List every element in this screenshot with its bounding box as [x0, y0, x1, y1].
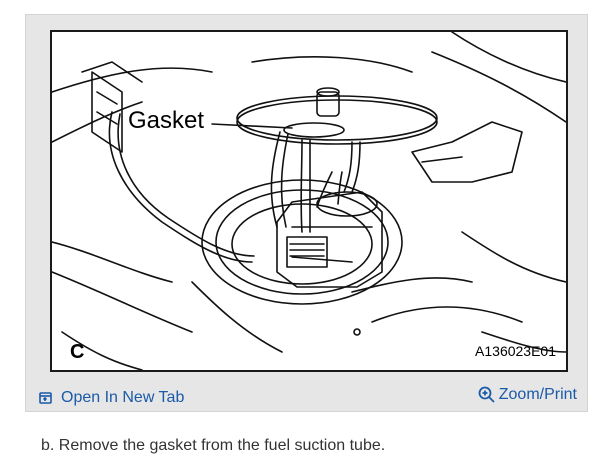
open-in-new-tab-link[interactable]: Open In New Tab	[39, 389, 184, 407]
zoom-print-label: Zoom/Print	[498, 386, 577, 403]
figure-frame: Gasket C A136023E01	[50, 30, 568, 372]
zoom-in-icon	[478, 386, 496, 404]
open-in-new-tab-label: Open In New Tab	[61, 389, 185, 406]
instruction-step: b. Remove the gasket from the fuel sucti…	[41, 437, 386, 454]
figure-card: Gasket C A136023E01 Open In New Tab	[25, 14, 588, 412]
open-new-tab-icon	[39, 391, 53, 405]
figure-code: A136023E01	[475, 343, 556, 359]
zoom-print-link[interactable]: Zoom/Print	[478, 386, 577, 404]
figure-action-bar: Open In New Tab Zoom/Print	[26, 381, 587, 411]
fuel-pump-illustration	[52, 32, 566, 370]
gasket-callout: Gasket	[128, 107, 205, 134]
panel-letter: C	[70, 341, 85, 363]
